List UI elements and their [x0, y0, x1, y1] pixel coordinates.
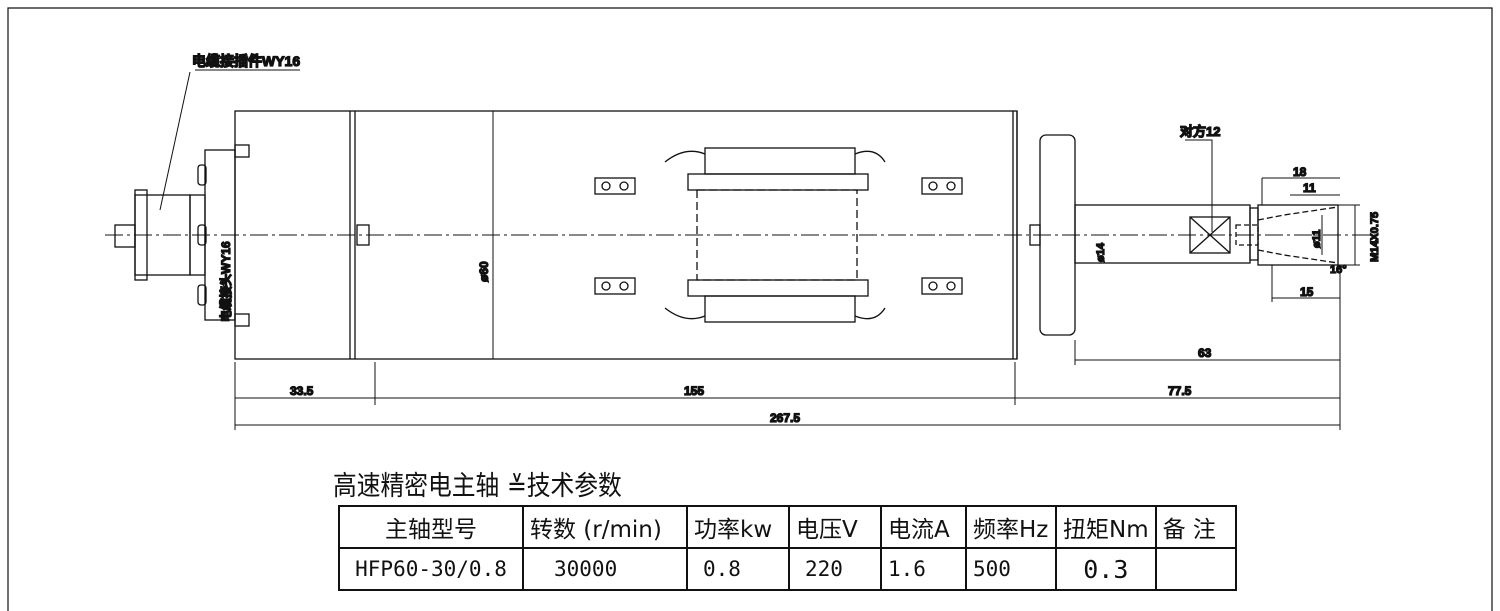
- label-square: 对方12: [1180, 124, 1220, 139]
- dim-18: 18: [1293, 165, 1307, 179]
- dim-11: 11: [1303, 181, 1316, 195]
- header-cell: 电流A: [880, 505, 967, 549]
- rear-cap: [189, 144, 250, 327]
- spec-title: 高速精密电主轴 ≚技术参数: [333, 471, 622, 502]
- table-header-row: 主轴型号 转数 (r/min) 功率kw 电压V 电流A 频率Hz 扭矩Nm 备…: [338, 505, 1237, 549]
- value-cell: 30000: [522, 547, 688, 591]
- label-dia60: ø60: [477, 261, 491, 282]
- label-cable-connector: 电缆接插件WY16: [192, 53, 300, 69]
- value-cell: 1.6: [880, 547, 967, 591]
- label-dia11: ø11: [1311, 230, 1323, 248]
- header-cell: 主轴型号: [338, 505, 524, 549]
- label-angle: 16°: [1330, 264, 1347, 276]
- dimension-lines: [159, 69, 1360, 430]
- value-cell: 500: [965, 547, 1057, 591]
- value-cell: 0.8: [686, 547, 790, 591]
- motor-body: [234, 110, 1041, 360]
- dim-77-5: 77.5: [1168, 384, 1192, 398]
- label-cable-head: 电缆接头WY16: [218, 241, 233, 322]
- header-cell: 转数 (r/min): [522, 505, 688, 549]
- shaft: [1074, 204, 1339, 266]
- table-row: HFP60-30/0.8 30000 0.8 220 1.6 500 0.3: [338, 547, 1237, 591]
- label-dia14: ø14: [1095, 242, 1107, 262]
- header-cell: 备 注: [1154, 505, 1237, 549]
- header-cell: 功率kw: [686, 505, 790, 549]
- value-cell: 220: [788, 547, 882, 591]
- label-thread: M14X0.75: [1369, 212, 1381, 262]
- value-cell: 0.3: [1055, 547, 1157, 591]
- header-cell: 电压V: [788, 505, 882, 549]
- value-cell: HFP60-30/0.8: [338, 547, 524, 591]
- cable-plug: [114, 189, 191, 281]
- header-cell: 频率Hz: [965, 505, 1057, 549]
- dim-63: 63: [1198, 346, 1212, 360]
- dim-267-5: 267.5: [770, 411, 800, 425]
- spec-table: 主轴型号 转数 (r/min) 功率kw 电压V 电流A 频率Hz 扭矩Nm 备…: [338, 505, 1237, 591]
- stator-coil: [664, 147, 886, 323]
- dim-15: 15: [1300, 285, 1314, 299]
- dim-155: 155: [684, 384, 704, 398]
- value-cell: [1154, 547, 1237, 591]
- header-cell: 扭矩Nm: [1055, 505, 1157, 549]
- sheet-frame: [7, 7, 1493, 611]
- mount-slots: [594, 177, 963, 295]
- dim-33-5: 33.5: [290, 384, 314, 398]
